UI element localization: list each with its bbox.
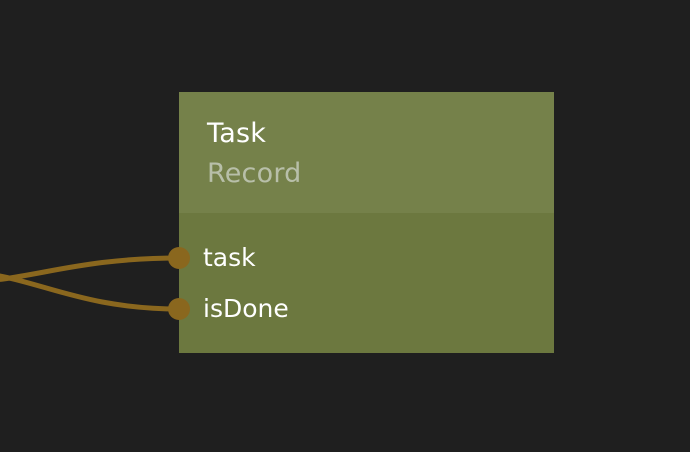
wire-to-isdone-input[interactable]: [0, 272, 183, 312]
port-label-task: task: [203, 243, 256, 272]
node-title: Task: [207, 118, 267, 149]
wire-group: [0, 255, 183, 312]
input-port-isdone: isDone: [168, 294, 289, 324]
node-body: task isDone: [168, 213, 554, 353]
node-header[interactable]: Task Record: [179, 92, 554, 213]
node-subtitle: Record: [207, 158, 302, 189]
input-port-task: task: [168, 243, 256, 273]
input-socket-task[interactable]: [168, 247, 190, 269]
input-socket-isdone[interactable]: [168, 298, 190, 320]
port-label-isdone: isDone: [203, 294, 289, 323]
wire-to-task-input[interactable]: [0, 255, 183, 282]
task-record-node[interactable]: Task Record task isDone: [168, 92, 554, 353]
